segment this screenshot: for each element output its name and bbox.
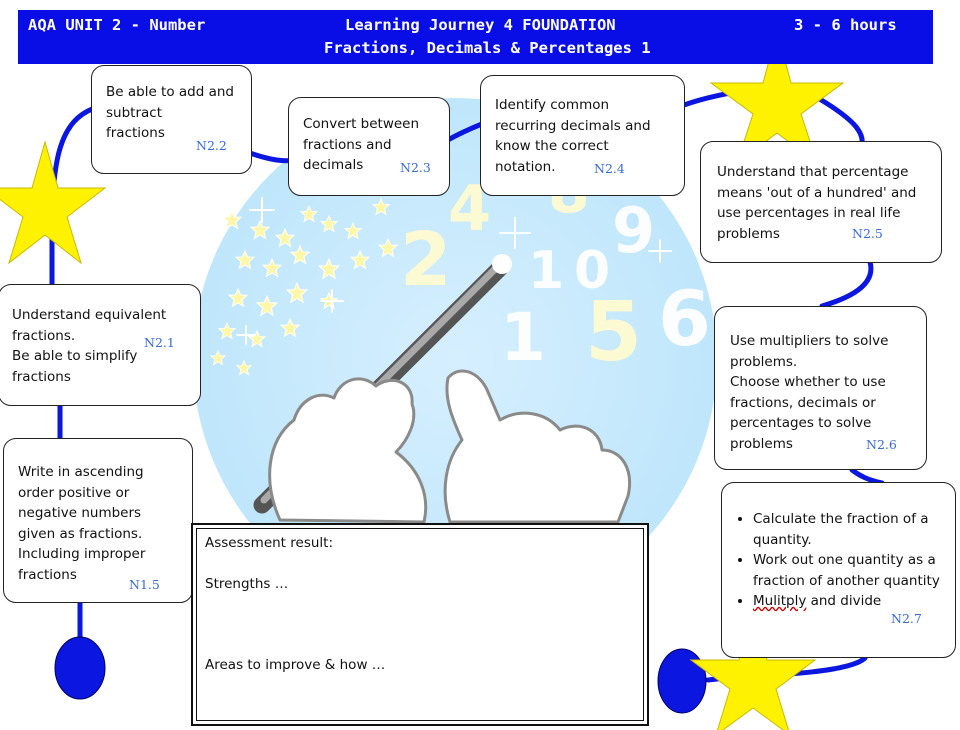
objective-box-n1-5: Write in ascending order positive or neg… bbox=[3, 438, 193, 603]
star-bottom-right bbox=[689, 610, 817, 730]
objective-code: N2.4 bbox=[594, 161, 625, 176]
objective-text: Understand equivalent fractions. Be able… bbox=[12, 307, 167, 385]
objective-bullet: Calculate the fraction of a quantity. bbox=[753, 509, 942, 550]
planet-right bbox=[657, 648, 707, 714]
star-top-right bbox=[709, 29, 845, 165]
page-subtitle: Fractions, Decimals & Percentages 1 bbox=[324, 39, 651, 57]
objective-list: Calculate the fraction of a quantity. Wo… bbox=[736, 509, 942, 612]
star-left bbox=[0, 140, 107, 265]
unit-title: AQA UNIT 2 - Number bbox=[28, 16, 206, 34]
objective-text: Be able to add and subtract fractions bbox=[106, 84, 234, 141]
objective-text: Understand that percentage means 'out of… bbox=[717, 164, 917, 242]
bg-digit: 6 bbox=[658, 274, 711, 363]
objective-box-n2-2: Be able to add and subtract fractions N2… bbox=[91, 65, 252, 174]
objective-box-n2-3: Convert between fractions and decimals N… bbox=[288, 97, 450, 196]
objective-box-n2-7: Calculate the fraction of a quantity. Wo… bbox=[721, 482, 956, 658]
objective-box-n2-1: Understand equivalent fractions. Be able… bbox=[0, 284, 201, 406]
bg-digit: 1 bbox=[500, 299, 546, 376]
objective-text: Identify common recurring decimals and k… bbox=[495, 97, 651, 175]
objective-code: N2.2 bbox=[196, 138, 227, 153]
areas-to-improve-label: Areas to improve & how … bbox=[205, 657, 386, 673]
objective-text: Convert between fractions and decimals bbox=[303, 116, 420, 173]
journey-title: Learning Journey 4 FOUNDATION bbox=[345, 16, 616, 34]
objective-code: N2.7 bbox=[891, 611, 922, 626]
bg-digit: 1 bbox=[528, 241, 564, 301]
bg-digit: 9 bbox=[612, 194, 655, 267]
time-estimate: 3 - 6 hours bbox=[794, 16, 897, 34]
objective-box-n2-6: Use multipliers to solve problems. Choos… bbox=[714, 306, 927, 470]
objective-code: N1.5 bbox=[129, 577, 160, 592]
gloved-hands bbox=[268, 369, 631, 524]
bg-digit: 2 bbox=[400, 217, 452, 303]
objective-code: N2.5 bbox=[852, 226, 883, 241]
assessment-result-label: Assessment result: bbox=[205, 535, 334, 551]
objective-box-n2-5: Understand that percentage means 'out of… bbox=[700, 141, 942, 263]
sparkle-flares bbox=[236, 197, 672, 345]
header-banner: AQA UNIT 2 - Number Learning Journey 4 F… bbox=[18, 10, 933, 64]
assessment-box: Assessment result: Strengths … Areas to … bbox=[191, 523, 649, 726]
objective-box-n2-4: Identify common recurring decimals and k… bbox=[480, 75, 685, 196]
bullet-rest: and divide bbox=[806, 593, 882, 609]
strengths-label: Strengths … bbox=[205, 576, 289, 592]
objective-bullet: Mulitply and divide bbox=[753, 591, 942, 612]
bg-digit: 0 bbox=[574, 241, 610, 301]
objective-text: Write in ascending order positive or neg… bbox=[18, 464, 146, 583]
objective-code: N2.3 bbox=[400, 160, 431, 175]
objective-code: N2.6 bbox=[866, 437, 897, 452]
assessment-inner-border bbox=[196, 528, 644, 721]
bg-digit: 5 bbox=[585, 285, 642, 380]
objective-bullet: Work out one quantity as a fraction of a… bbox=[753, 550, 942, 591]
misspelled-word: Mulitply bbox=[753, 593, 807, 609]
objective-code: N2.1 bbox=[144, 335, 175, 350]
planet-left bbox=[54, 636, 106, 700]
objective-text: Use multipliers to solve problems. Choos… bbox=[730, 333, 889, 452]
